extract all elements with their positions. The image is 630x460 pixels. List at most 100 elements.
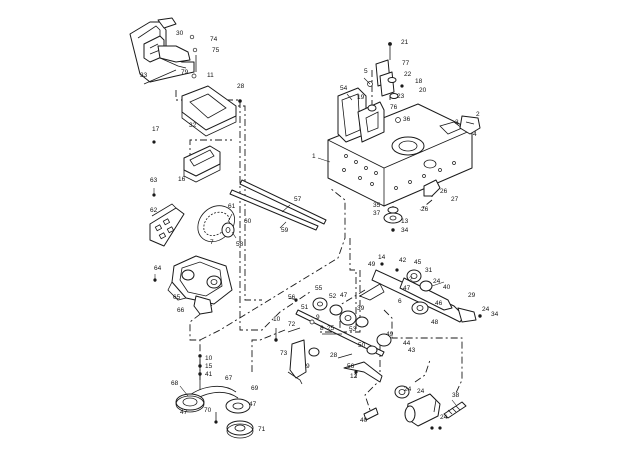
callout-c62: 62 [150, 207, 158, 214]
callout-c30: 30 [176, 30, 184, 37]
callout-c47: 47 [403, 285, 411, 292]
callout-c16: 16 [178, 176, 186, 183]
callout-c47c: 47 [180, 409, 188, 416]
callout-c9b: 9 [306, 363, 310, 370]
callout-c48: 48 [431, 319, 439, 326]
callout-c56: 56 [288, 294, 296, 301]
callout-c69: 69 [251, 385, 259, 392]
callout-c37: 37 [373, 210, 381, 217]
callout-c24c: 24 [404, 386, 412, 393]
callout-c31: 31 [425, 267, 433, 274]
callout-c75: 75 [212, 47, 220, 54]
callout-c67: 67 [225, 375, 233, 382]
callout-c18: 18 [415, 78, 423, 85]
callout-c74: 74 [210, 36, 218, 43]
callout-c17: 17 [152, 126, 160, 133]
callout-c65: 65 [173, 294, 181, 301]
callout-c3: 3 [455, 119, 459, 126]
callout-c26b: 26 [421, 206, 429, 213]
callout-c1: 1 [312, 153, 316, 160]
callout-c42: 42 [399, 257, 407, 264]
callout-c24e: 24 [440, 414, 448, 421]
callout-c41: 41 [205, 371, 213, 378]
callout-c29: 29 [468, 292, 476, 299]
idler-arm-assembly [371, 262, 482, 323]
seat-assembly [129, 17, 198, 85]
gearbox [153, 255, 233, 315]
callout-c73: 73 [280, 350, 288, 357]
callout-c2: 2 [476, 111, 480, 118]
callout-c70: 70 [204, 407, 212, 414]
callout-c54: 54 [340, 85, 348, 92]
callout-c47b: 47 [340, 292, 348, 299]
callout-c34b: 34 [491, 311, 499, 318]
callout-c2b: 2 [409, 276, 413, 283]
chain-and-sprocket [197, 205, 237, 243]
callout-c24d: 24 [417, 388, 425, 395]
callout-c34: 34 [401, 227, 409, 234]
callout-c38: 38 [452, 392, 460, 399]
callout-c43: 43 [408, 347, 416, 354]
callout-c32: 32 [189, 122, 197, 129]
main-frame [317, 87, 481, 207]
jackshaft-assembly [288, 283, 392, 357]
callout-c36: 36 [403, 116, 411, 123]
callout-c26: 26 [440, 188, 448, 195]
callout-c33: 33 [140, 72, 148, 79]
callout-c63: 63 [150, 177, 158, 184]
callout-c44: 44 [403, 340, 411, 347]
callout-c66: 66 [177, 307, 185, 314]
callout-c64: 64 [154, 265, 162, 272]
starter-motor [363, 385, 467, 430]
callout-c21: 21 [401, 39, 409, 46]
callout-c11: 11 [207, 72, 214, 79]
callout-c59: 59 [281, 227, 289, 234]
callout-c57: 57 [294, 196, 302, 203]
callout-c27: 27 [451, 196, 459, 203]
frame-hardware [346, 42, 404, 123]
callout-c9: 9 [316, 314, 320, 321]
callout-c24: 24 [433, 278, 441, 285]
callout-c68: 68 [171, 380, 179, 387]
callout-c50: 50 [358, 342, 366, 349]
callout-c35: 35 [373, 202, 381, 209]
callout-c22: 22 [404, 71, 412, 78]
callout-c52: 52 [329, 293, 337, 300]
callout-c5: 5 [364, 68, 368, 75]
callout-c51: 51 [301, 304, 309, 311]
callout-c46: 46 [435, 300, 443, 307]
callout-c13: 13 [401, 218, 409, 225]
callout-c4: 4 [473, 131, 477, 138]
callout-c39: 39 [357, 305, 365, 312]
callout-c49: 49 [368, 261, 376, 268]
seat-bracket [181, 85, 242, 137]
callout-c24b: 24 [482, 306, 490, 313]
callout-c58: 58 [236, 241, 244, 248]
callout-c28: 28 [237, 83, 245, 90]
callout-c53: 53 [349, 326, 357, 333]
callout-c60: 60 [244, 218, 252, 225]
center-pulley [383, 206, 403, 232]
callout-c10b: 10 [205, 355, 213, 362]
callout-c45: 45 [414, 259, 422, 266]
drive-shaft [229, 179, 327, 231]
callout-c25: 25 [327, 325, 335, 332]
callout-c55: 55 [315, 285, 323, 292]
callout-c40: 40 [443, 284, 451, 291]
callout-c6: 6 [398, 298, 402, 305]
callout-c20: 20 [419, 87, 427, 94]
callout-c47d: 47 [249, 401, 257, 408]
callout-c28b: 28 [330, 352, 338, 359]
callout-c15: 15 [205, 363, 213, 370]
callout-c77: 77 [402, 60, 410, 67]
callout-c12: 12 [350, 373, 358, 380]
mower-pulleys [175, 354, 254, 439]
callout-c56b: 56 [347, 363, 355, 370]
callout-c71: 71 [258, 426, 266, 433]
callout-c8: 8 [320, 325, 324, 332]
callout-c23: 23 [397, 93, 405, 100]
callout-c40b: 40 [360, 417, 368, 424]
callout-c19: 19 [357, 94, 365, 101]
callout-c61: 61 [228, 203, 236, 210]
